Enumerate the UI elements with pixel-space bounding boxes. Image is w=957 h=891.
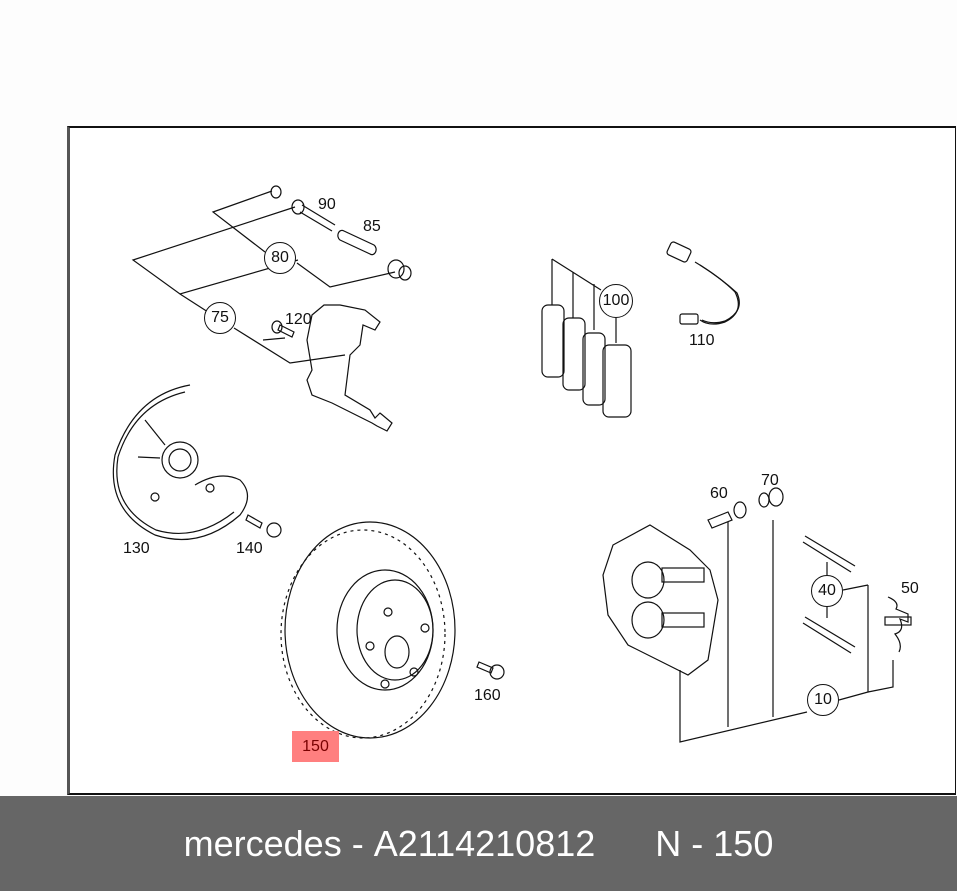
part-label-140[interactable]: 140 — [236, 540, 263, 557]
brake-disc-shape — [280, 521, 456, 739]
highlighted-part-label-150[interactable]: 150 — [292, 731, 339, 762]
part-label-130[interactable]: 130 — [123, 540, 150, 557]
bolt-120-shape — [271, 320, 295, 338]
dust-shield-shape — [112, 384, 249, 541]
guide-pin-parts — [270, 185, 412, 281]
bleeder-and-cap-shape — [707, 487, 784, 529]
guide-pins-40-shape — [802, 535, 856, 654]
footer-gap — [595, 823, 655, 865]
part-label-90[interactable]: 90 — [318, 196, 336, 213]
wear-sensor-shape — [666, 241, 740, 325]
part-group-circle-100[interactable]: 100 — [599, 284, 633, 318]
part-label-85[interactable]: 85 — [363, 218, 381, 235]
diagram-frame — [67, 126, 956, 795]
part-group-circle-75[interactable]: 75 — [204, 302, 236, 334]
leader-lines-10 — [679, 520, 894, 743]
footer-separator: - — [341, 822, 374, 864]
part-group-circle-40[interactable]: 40 — [811, 575, 843, 607]
spring-clip-50-shape — [884, 596, 912, 653]
footer-position-label: N - 150 — [655, 822, 774, 864]
part-label-60[interactable]: 60 — [710, 485, 728, 502]
footer-brand: mercedes — [183, 822, 342, 864]
footer-part-number: A2114210812 — [373, 822, 596, 864]
bolt-140-shape — [245, 514, 282, 538]
part-label-160[interactable]: 160 — [474, 687, 501, 704]
part-label-50[interactable]: 50 — [901, 580, 919, 597]
part-label-70[interactable]: 70 — [761, 472, 779, 489]
bolt-160-shape — [476, 661, 505, 680]
caliper-shape — [602, 524, 719, 676]
leader-lines-80-75 — [131, 190, 396, 364]
part-group-circle-80[interactable]: 80 — [264, 242, 296, 274]
part-group-circle-10[interactable]: 10 — [807, 684, 839, 716]
caliper-carrier-shape — [306, 304, 393, 432]
footer-caption-bar: mercedes - A2114210812 N - 150 — [0, 796, 957, 891]
part-label-110[interactable]: 110 — [689, 332, 715, 349]
part-label-120[interactable]: 120 — [285, 311, 312, 328]
brake-pads-shape — [541, 258, 632, 418]
